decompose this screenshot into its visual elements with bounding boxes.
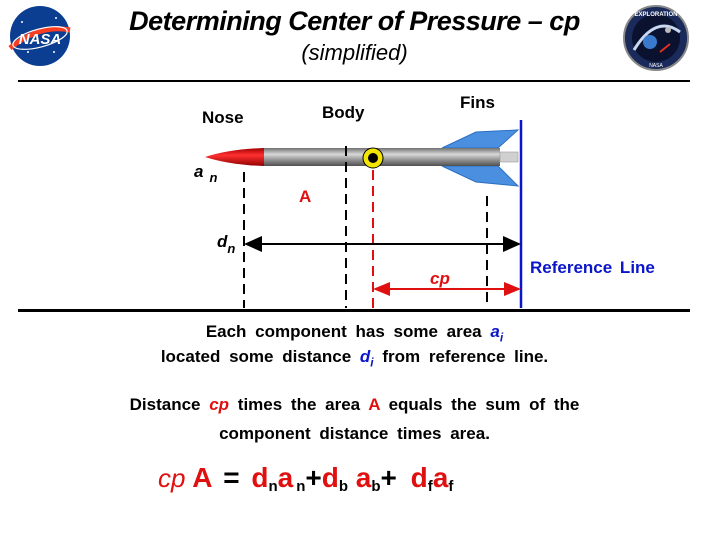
body-label: Body — [322, 103, 365, 122]
rocket-nozzle — [499, 151, 519, 163]
explanation-line-1-text: Each component has some area — [205, 322, 491, 341]
area-var: a — [490, 322, 500, 341]
area-var-sub: i — [499, 330, 504, 345]
dn-label-sub: n — [227, 241, 236, 256]
eq-df-sub: f — [427, 478, 433, 495]
cp-marker-center — [368, 153, 378, 163]
distance-var-sub: i — [370, 355, 374, 370]
eq-an-sub: n — [296, 478, 306, 495]
exploration-logo-text: EXPLORATION — [635, 12, 678, 18]
top-divider — [18, 80, 690, 82]
eq-af-sub: f — [448, 478, 454, 495]
nasa-logo-text: NASA — [19, 31, 62, 48]
eq-df: d — [410, 462, 428, 493]
page-title: Determining Center of Pressure – cp — [129, 6, 580, 36]
explanation-line-3-mid: times the area — [229, 395, 369, 414]
area-A-var: A — [368, 395, 380, 414]
bottom-fin — [441, 165, 520, 187]
eq-cp: cp — [158, 463, 186, 493]
fins-label: Fins — [460, 93, 495, 112]
an-label-base: a — [194, 162, 204, 181]
reference-line-label: Reference Line — [530, 258, 655, 277]
top-fin — [441, 129, 520, 149]
area-label: A — [299, 187, 312, 206]
explanation-line-3-end: equals the sum of the — [379, 395, 580, 414]
eq-ab-sub: b — [371, 478, 381, 495]
explanation-line-2-text-end: from reference line. — [373, 347, 549, 366]
rocket-nose — [205, 148, 264, 166]
eq-db: d — [321, 462, 339, 493]
eq-af: a — [432, 462, 449, 493]
explanation-line-1: Each component has some area ai — [0, 322, 709, 344]
dn-arrow-right — [503, 236, 521, 252]
explanation-line-4: component distance times area. — [219, 424, 490, 443]
dn-label: dn — [217, 232, 235, 256]
cp-arrow-right — [504, 282, 521, 296]
distance-var: d — [359, 347, 371, 366]
eq-plus-1: + — [305, 462, 322, 493]
eq-db-sub: b — [338, 478, 348, 495]
rocket-diagram — [205, 120, 523, 308]
dn-arrow-left — [244, 236, 262, 252]
cp-arrow-left — [373, 282, 390, 296]
explanation-line-3: Distance cp times the area A equals the … — [0, 395, 709, 415]
dn-label-base: d — [217, 232, 228, 251]
nose-label: Nose — [202, 108, 244, 127]
section-divider — [18, 309, 690, 312]
eq-A: A — [192, 462, 212, 493]
eq-dn: d — [251, 462, 269, 493]
page-subtitle: (simplified) — [301, 40, 408, 65]
explanation-line-2: located some distance di from reference … — [0, 347, 709, 369]
exploration-logo: EXPLORATION NASA — [623, 5, 689, 71]
eq-equals: = — [223, 462, 240, 493]
eq-an: a — [277, 462, 294, 493]
cp-label: cp — [430, 269, 450, 288]
explanation-line-3-text: Distance — [129, 395, 210, 414]
eq-dn-sub: n — [268, 478, 278, 495]
an-label-sub: n — [209, 170, 218, 185]
nasa-logo: NASA — [8, 6, 71, 66]
eq-ab: a — [355, 462, 372, 493]
cp-var: cp — [209, 395, 230, 414]
exploration-logo-subtext: NASA — [649, 63, 663, 69]
eq-plus-2: + — [380, 462, 397, 493]
explanation-line-2-text: located some distance — [160, 347, 360, 366]
